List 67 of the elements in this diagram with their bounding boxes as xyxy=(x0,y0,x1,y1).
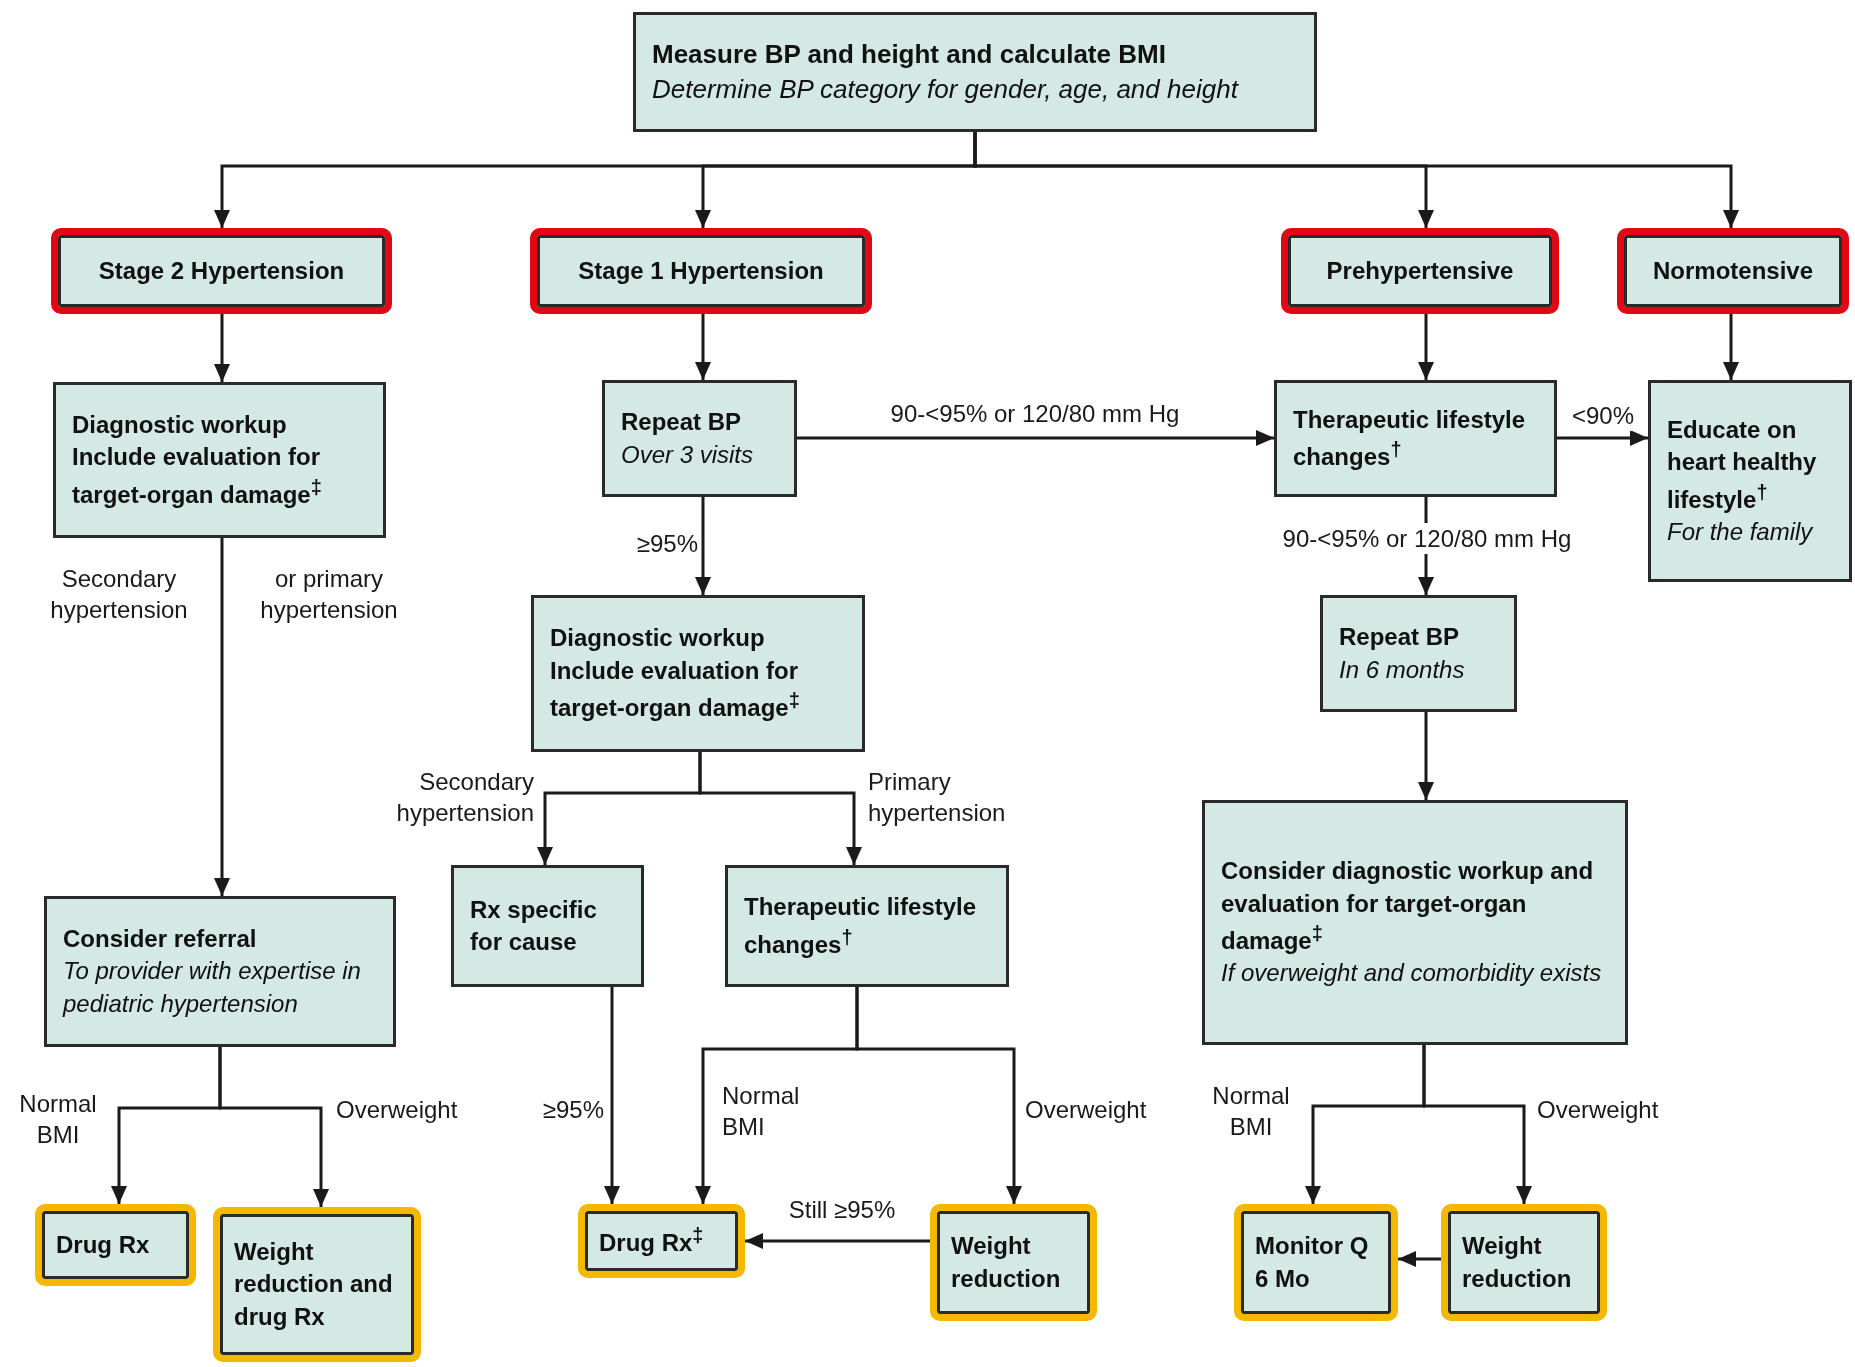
process-box xyxy=(53,382,386,538)
box-note: To provider with expertise in pediatric hypertension xyxy=(63,956,362,1019)
process-box xyxy=(531,595,865,752)
process-box xyxy=(1320,595,1517,712)
process-box xyxy=(602,380,797,497)
arrow xyxy=(1557,430,1648,446)
box-note: Determine BP category for gender, age, and height xyxy=(652,73,1240,106)
box-heading: Weight reduction xyxy=(1462,1231,1573,1294)
arrow xyxy=(604,987,620,1204)
box-heading: Drug Rx$^{‡}$ xyxy=(599,1223,705,1259)
arrow xyxy=(797,430,1274,446)
outcome-box xyxy=(35,1204,196,1286)
category-box xyxy=(51,228,392,314)
outcome-box xyxy=(1441,1204,1607,1321)
category-box xyxy=(530,228,872,314)
process-box xyxy=(1648,380,1852,582)
box-heading: Repeat BP xyxy=(621,407,743,438)
box-heading: Consider diagnostic workup and evaluation for target-organ damage$^{‡}$ xyxy=(1221,856,1595,956)
arrow xyxy=(1418,314,1434,380)
arrow xyxy=(218,1047,329,1207)
category-box xyxy=(1281,228,1559,314)
box-heading: Diagnostic workup xyxy=(72,409,288,440)
arrow xyxy=(1422,1045,1532,1204)
box-note: For the family xyxy=(1667,516,1815,547)
box-heading: Weight reduction xyxy=(951,1231,1062,1294)
box-note: If overweight and comorbidity exists xyxy=(1221,958,1603,989)
box-note: Over 3 visits xyxy=(621,439,755,470)
arrow xyxy=(695,497,711,595)
box-heading: Therapeutic lifestyle changes$^{†}$ xyxy=(1293,404,1527,472)
category-box xyxy=(1617,228,1849,314)
arrow xyxy=(214,314,230,382)
process-box xyxy=(451,865,644,987)
arrow xyxy=(214,538,230,896)
process-box xyxy=(1202,800,1628,1045)
outcome-box xyxy=(930,1204,1097,1321)
outcome-box xyxy=(213,1207,421,1362)
arrow xyxy=(855,987,1022,1204)
arrow xyxy=(695,314,711,380)
box-heading: Stage 2 Hypertension xyxy=(98,255,345,286)
outcome-box xyxy=(578,1204,745,1278)
box-heading: Normotensive xyxy=(1652,255,1813,286)
process-box xyxy=(633,12,1317,132)
outcome-box xyxy=(1234,1204,1398,1321)
arrow xyxy=(1418,712,1434,800)
box-heading: Educate on heart healthy lifestyle$^{†}$ xyxy=(1667,414,1818,515)
box-heading: Repeat BP xyxy=(1339,622,1461,653)
box-heading: Diagnostic workup xyxy=(550,623,766,654)
process-box xyxy=(1274,380,1557,497)
box-heading: Drug Rx xyxy=(56,1229,151,1260)
arrow xyxy=(698,752,862,865)
box-note: Include evaluation for target-organ damage$^{‡}$ xyxy=(72,442,323,510)
box-heading: Stage 1 Hypertension xyxy=(578,255,824,286)
box-note: In 6 months xyxy=(1339,654,1466,685)
arrow xyxy=(1398,1251,1441,1267)
box-heading: Monitor Q 6 Mo xyxy=(1255,1231,1370,1294)
arrow xyxy=(1723,314,1739,380)
box-heading: Consider referral xyxy=(63,923,258,954)
box-heading: Prehypertensive xyxy=(1326,255,1514,286)
process-box xyxy=(44,896,396,1047)
arrow xyxy=(973,132,1739,228)
box-heading: Weight reduction and drug Rx xyxy=(234,1236,394,1332)
box-heading: Therapeutic lifestyle changes$^{†}$ xyxy=(744,892,978,960)
box-heading: Measure BP and height and calculate BMI xyxy=(652,37,1167,71)
arrow xyxy=(745,1233,930,1249)
process-box xyxy=(725,865,1009,987)
box-heading: Rx specific for cause xyxy=(470,894,598,957)
box-note: Include evaluation for target-organ damage$^{‡}$ xyxy=(550,655,801,724)
